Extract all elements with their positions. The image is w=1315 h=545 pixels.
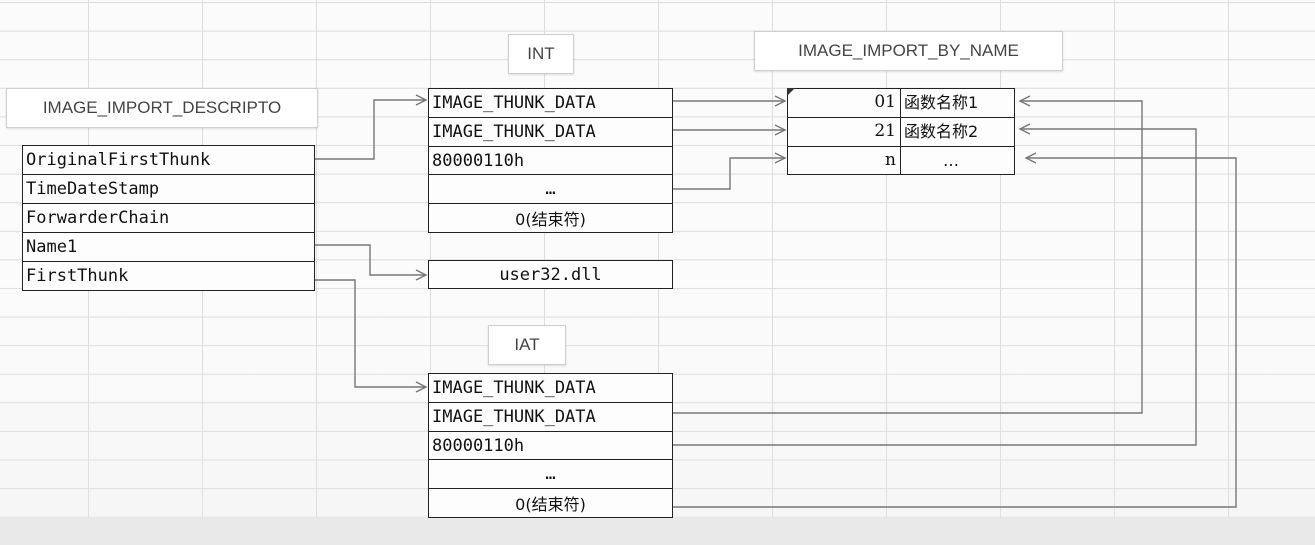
connector-iat-row2 — [673, 100, 1143, 414]
int-table: IMAGE_THUNK_DATA IMAGE_THUNK_DATA 800001… — [428, 88, 673, 233]
hint-value: n — [788, 147, 901, 174]
dll-name-table: user32.dll — [428, 260, 673, 289]
int-row-2: IMAGE_THUNK_DATA — [429, 118, 672, 147]
function-name: … — [943, 151, 959, 170]
descriptor-field-name: Name1 — [23, 233, 314, 262]
descriptor-field-firstthunk: FirstThunk — [23, 262, 314, 291]
connector-iat-end — [673, 157, 1237, 508]
dll-name: user32.dll — [429, 261, 672, 289]
iat-table: IMAGE_THUNK_DATA IMAGE_THUNK_DATA 800001… — [428, 373, 673, 518]
import-by-name-row-2: 21 函数名称2 — [788, 118, 1014, 147]
descriptor-field-timedatestamp: TimeDateStamp — [23, 175, 314, 204]
iat-row-3: 80000110h — [429, 432, 672, 460]
iat-row-1: IMAGE_THUNK_DATA — [429, 374, 672, 403]
iat-row-4: … — [429, 460, 672, 489]
connector-originalfirstthunk-to-int — [315, 99, 426, 160]
iat-label: IAT — [488, 325, 566, 365]
hint-value: 21 — [788, 118, 901, 146]
function-name: 函数名称1 — [904, 93, 979, 112]
import-by-name-row-1: 01 函数名称1 — [788, 89, 1014, 118]
connector-firstthunk-to-iat — [315, 279, 426, 388]
import-by-name-row-3: n … — [788, 147, 1014, 175]
cell-marker — [787, 88, 795, 96]
connector-name-to-dll — [315, 244, 426, 276]
function-name: 函数名称2 — [904, 122, 979, 141]
connector-iat-row3 — [673, 128, 1197, 446]
int-row-end: 0(结束符) — [429, 204, 672, 233]
import-by-name-label: IMAGE_IMPORT_BY_NAME — [754, 31, 1063, 71]
descriptor-field-forwarderchain: ForwarderChain — [23, 204, 314, 233]
iat-row-end: 0(结束符) — [429, 489, 672, 518]
int-label: INT — [508, 34, 574, 74]
int-row-1: IMAGE_THUNK_DATA — [429, 89, 672, 118]
hint-value: 01 — [788, 89, 901, 117]
descriptor-table: OriginalFirstThunk TimeDateStamp Forward… — [22, 145, 315, 291]
int-row-3: 80000110h — [429, 147, 672, 175]
iat-row-2: IMAGE_THUNK_DATA — [429, 403, 672, 432]
connector-int-row4 — [673, 157, 785, 190]
int-row-4: … — [429, 175, 672, 204]
descriptor-label: IMAGE_IMPORT_DESCRIPTO — [6, 88, 318, 128]
bottom-bar — [0, 518, 1315, 545]
descriptor-field-originalfirstthunk: OriginalFirstThunk — [23, 146, 314, 175]
import-by-name-table: 01 函数名称1 21 函数名称2 n … — [787, 88, 1015, 175]
